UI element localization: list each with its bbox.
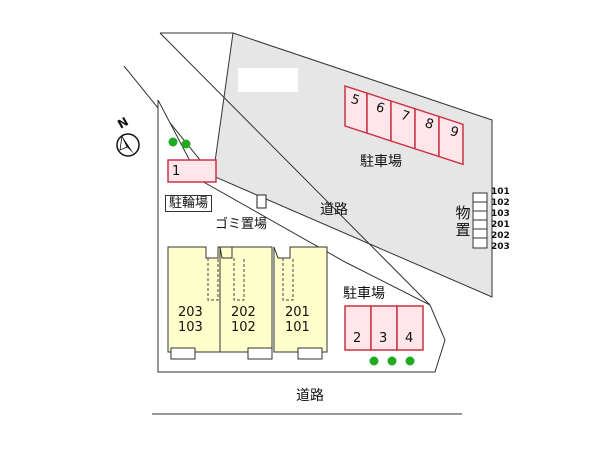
trees-north <box>168 137 191 149</box>
parking-spot-2 <box>344 305 372 351</box>
locker-label-102: 102 <box>491 198 510 208</box>
storage-label-bottom: 置 <box>455 221 471 239</box>
parking-spot-9 <box>438 115 464 166</box>
road-label-east: 道路 <box>320 202 348 218</box>
storage-lockers <box>472 192 488 249</box>
parking-spot-2-label: 2 <box>353 331 362 346</box>
compass <box>116 133 140 157</box>
locker-label-101: 101 <box>491 187 510 197</box>
building <box>167 246 328 360</box>
locker-label-202: 202 <box>491 231 510 241</box>
unit-label-upper: 203 <box>178 305 203 320</box>
locker-label-201: 201 <box>491 220 510 230</box>
trees-south <box>369 356 415 366</box>
garbage-area-label: ゴミ置場 <box>215 217 268 232</box>
unit-label-lower: 103 <box>178 320 203 335</box>
road-upper-edge <box>159 32 431 306</box>
unit-label-lower: 101 <box>285 320 310 335</box>
unit-label-lower: 102 <box>231 320 256 335</box>
unit-label-upper: 202 <box>231 305 256 320</box>
blank-sign <box>238 68 298 92</box>
unit-block-right <box>273 246 328 353</box>
locker-label-103: 103 <box>491 209 510 219</box>
parking-spot-1-label: 1 <box>172 164 181 179</box>
parking-label-south: 駐車場 <box>343 286 385 302</box>
unit-block-center <box>219 246 273 353</box>
parking-spot-1 <box>167 159 217 183</box>
unit-label-upper: 201 <box>285 305 310 320</box>
storage-label-top: 物 <box>455 204 471 222</box>
parking-south-row <box>344 305 424 351</box>
road-label-south: 道路 <box>296 388 324 404</box>
road-lot-gray <box>212 32 493 298</box>
locker-label-203: 203 <box>491 242 510 252</box>
parking-label-north: 駐車場 <box>360 154 402 170</box>
parking-spot-4 <box>396 305 424 351</box>
parking-spot-3-label: 3 <box>379 331 388 346</box>
bicycle-parking-label: 駐輪場 <box>165 195 213 212</box>
parking-north-row <box>344 85 464 166</box>
parking-spot-4-label: 4 <box>405 331 414 346</box>
garbage-area-box <box>256 194 267 209</box>
